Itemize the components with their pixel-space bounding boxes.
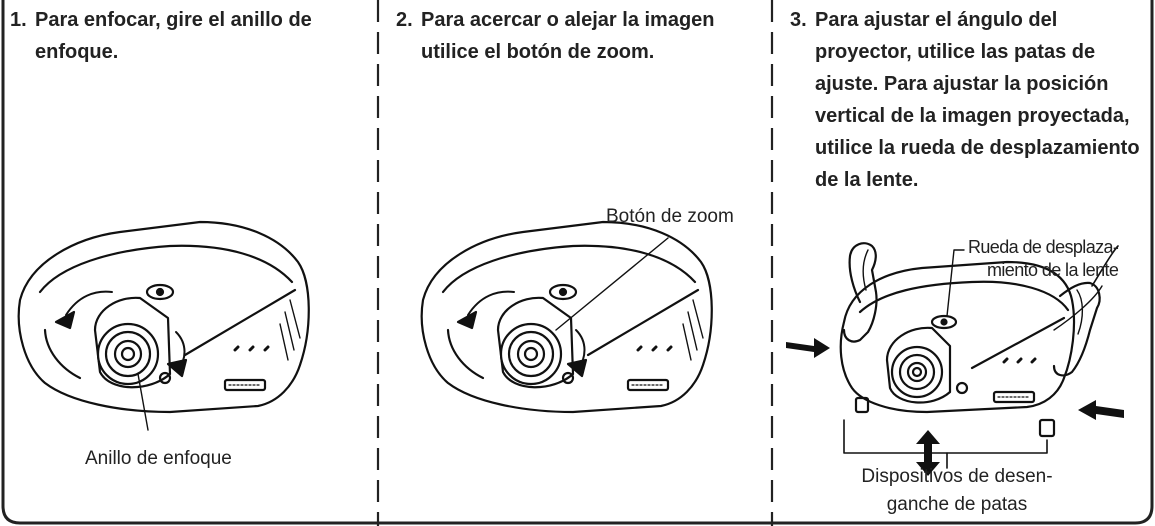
zoom-button-label: Botón de zoom: [606, 206, 734, 227]
step-3-column: 3. Para ajustar el ángulo del proyector,…: [772, 0, 1155, 526]
focus-ring-label: Anillo de enfoque: [85, 448, 232, 469]
step-number: 2.: [396, 9, 413, 31]
lens-shift-wheel-label: Rueda de desplaza- miento de la lente: [968, 236, 1119, 282]
foot-release-label: Dispositivos de desen- ganche de patas: [852, 463, 1062, 519]
step-2-column: 2. Para acercar o alejar la imagen utili…: [378, 0, 772, 526]
step-1-column: 1. Para enfocar, gire el anillo de enfoq…: [0, 0, 378, 526]
step-2-instruction: 2. Para acercar o alejar la imagen utili…: [396, 4, 756, 68]
step-number: 3.: [790, 9, 807, 31]
label-line: ganche de patas: [886, 494, 1028, 515]
step-text: Para enfocar, gire el anillo de enfoque.: [35, 9, 312, 63]
step-1-instruction: 1. Para enfocar, gire el anillo de enfoq…: [10, 4, 365, 68]
step-3-instruction: 3. Para ajustar el ángulo del proyector,…: [790, 4, 1145, 196]
label-line: miento de la lente: [987, 260, 1119, 280]
step-number: 1.: [10, 9, 27, 31]
projector-illustration: [420, 220, 713, 414]
label-line: Dispositivos de desen-: [861, 466, 1053, 487]
step-text: Para acercar o alejar la imagen utilice …: [421, 9, 715, 63]
label-line: Rueda de desplaza-: [968, 237, 1119, 257]
step-text: Para ajustar el ángulo del proyector, ut…: [815, 9, 1140, 191]
projector-illustration: [786, 242, 1124, 476]
projector-illustration: [17, 220, 310, 431]
